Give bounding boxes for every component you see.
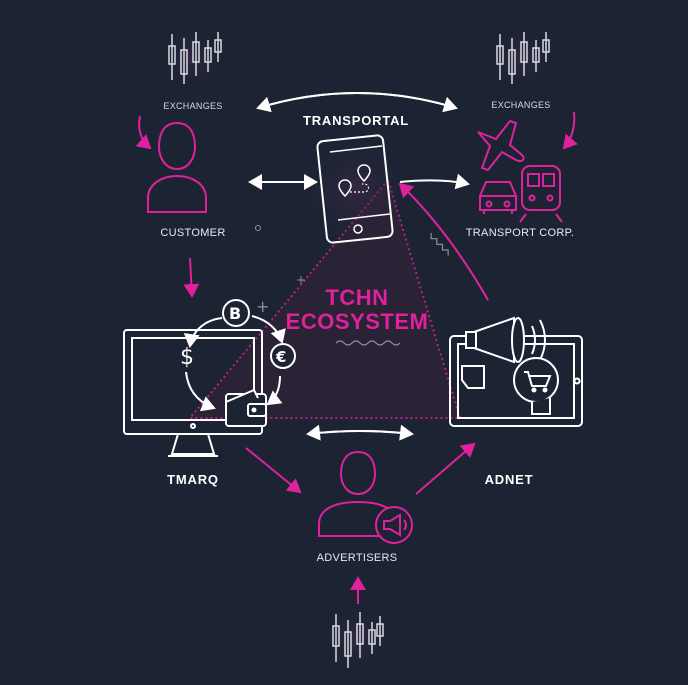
train-icon xyxy=(519,165,563,223)
tmarq-label: TMARQ xyxy=(167,472,219,487)
title-line-1: TCHN xyxy=(325,285,389,310)
svg-text:+: + xyxy=(256,297,269,316)
shopping-cart-icon xyxy=(513,357,559,415)
customer-label: CUSTOMER xyxy=(160,227,226,239)
exchanges-left-label: EXCHANGES xyxy=(163,101,223,111)
svg-text:B: B xyxy=(229,304,241,323)
svg-text:$: $ xyxy=(180,345,194,370)
megaphone-icon xyxy=(461,316,546,389)
connection-arrows xyxy=(248,92,470,441)
candlestick-chart-icon xyxy=(490,28,550,88)
wallet-icon xyxy=(225,388,267,427)
adnet-label: ADNET xyxy=(484,472,534,487)
advertisers-label: ADVERTISERS xyxy=(316,552,398,564)
smartphone-map-icon xyxy=(304,134,408,244)
dollar-icon: $ xyxy=(180,345,194,370)
svg-text:+: + xyxy=(296,273,306,287)
airplane-icon xyxy=(477,119,525,172)
title-line-2: ECOSYSTEM xyxy=(285,309,429,334)
ecosystem-title: TCHN ECOSYSTEM xyxy=(286,286,429,334)
exchanges-right-label: EXCHANGES xyxy=(491,100,551,110)
svg-text:€: € xyxy=(275,348,286,366)
euro-icon: € xyxy=(270,343,296,369)
candlestick-chart-icon xyxy=(324,606,388,670)
flow-arrows xyxy=(135,111,578,604)
ecosystem-triangle: + + xyxy=(187,177,462,419)
transportal-label: TRANSPORTAL xyxy=(302,113,410,128)
transport-corp-label: TRANSPORT CORP. xyxy=(465,227,575,239)
car-icon xyxy=(479,181,517,214)
wave-decoration xyxy=(335,340,401,346)
bitcoin-icon: B xyxy=(222,299,250,327)
candlestick-chart-icon xyxy=(162,28,222,88)
user-icon xyxy=(318,450,413,544)
user-icon xyxy=(147,121,207,213)
currency-cycle-arrows xyxy=(183,315,286,412)
